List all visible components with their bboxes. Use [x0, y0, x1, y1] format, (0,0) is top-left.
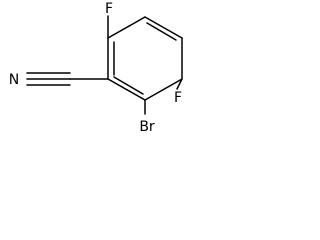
ring-bond-c2-c3-inner	[146, 22, 177, 41]
atom-bromine: Br	[139, 119, 155, 135]
ring-bond-c5-c6	[107, 78, 146, 101]
atom-fluorine-right: F	[174, 90, 182, 106]
ring-bond-c5-c6-inner	[113, 76, 144, 95]
ring-bond-c2-c3	[144, 16, 183, 39]
ring-bond-c4-c5	[144, 78, 183, 101]
molecule-drawing: F F Br N	[9, 1, 183, 135]
atom-nitrogen: N	[9, 72, 19, 88]
structure-diagram: F F Br N	[0, 0, 188, 138]
atom-fluorine-top: F	[105, 1, 113, 17]
bond-c4-fluorine	[176, 78, 183, 90]
ring-bond-c1-c2	[107, 16, 146, 39]
